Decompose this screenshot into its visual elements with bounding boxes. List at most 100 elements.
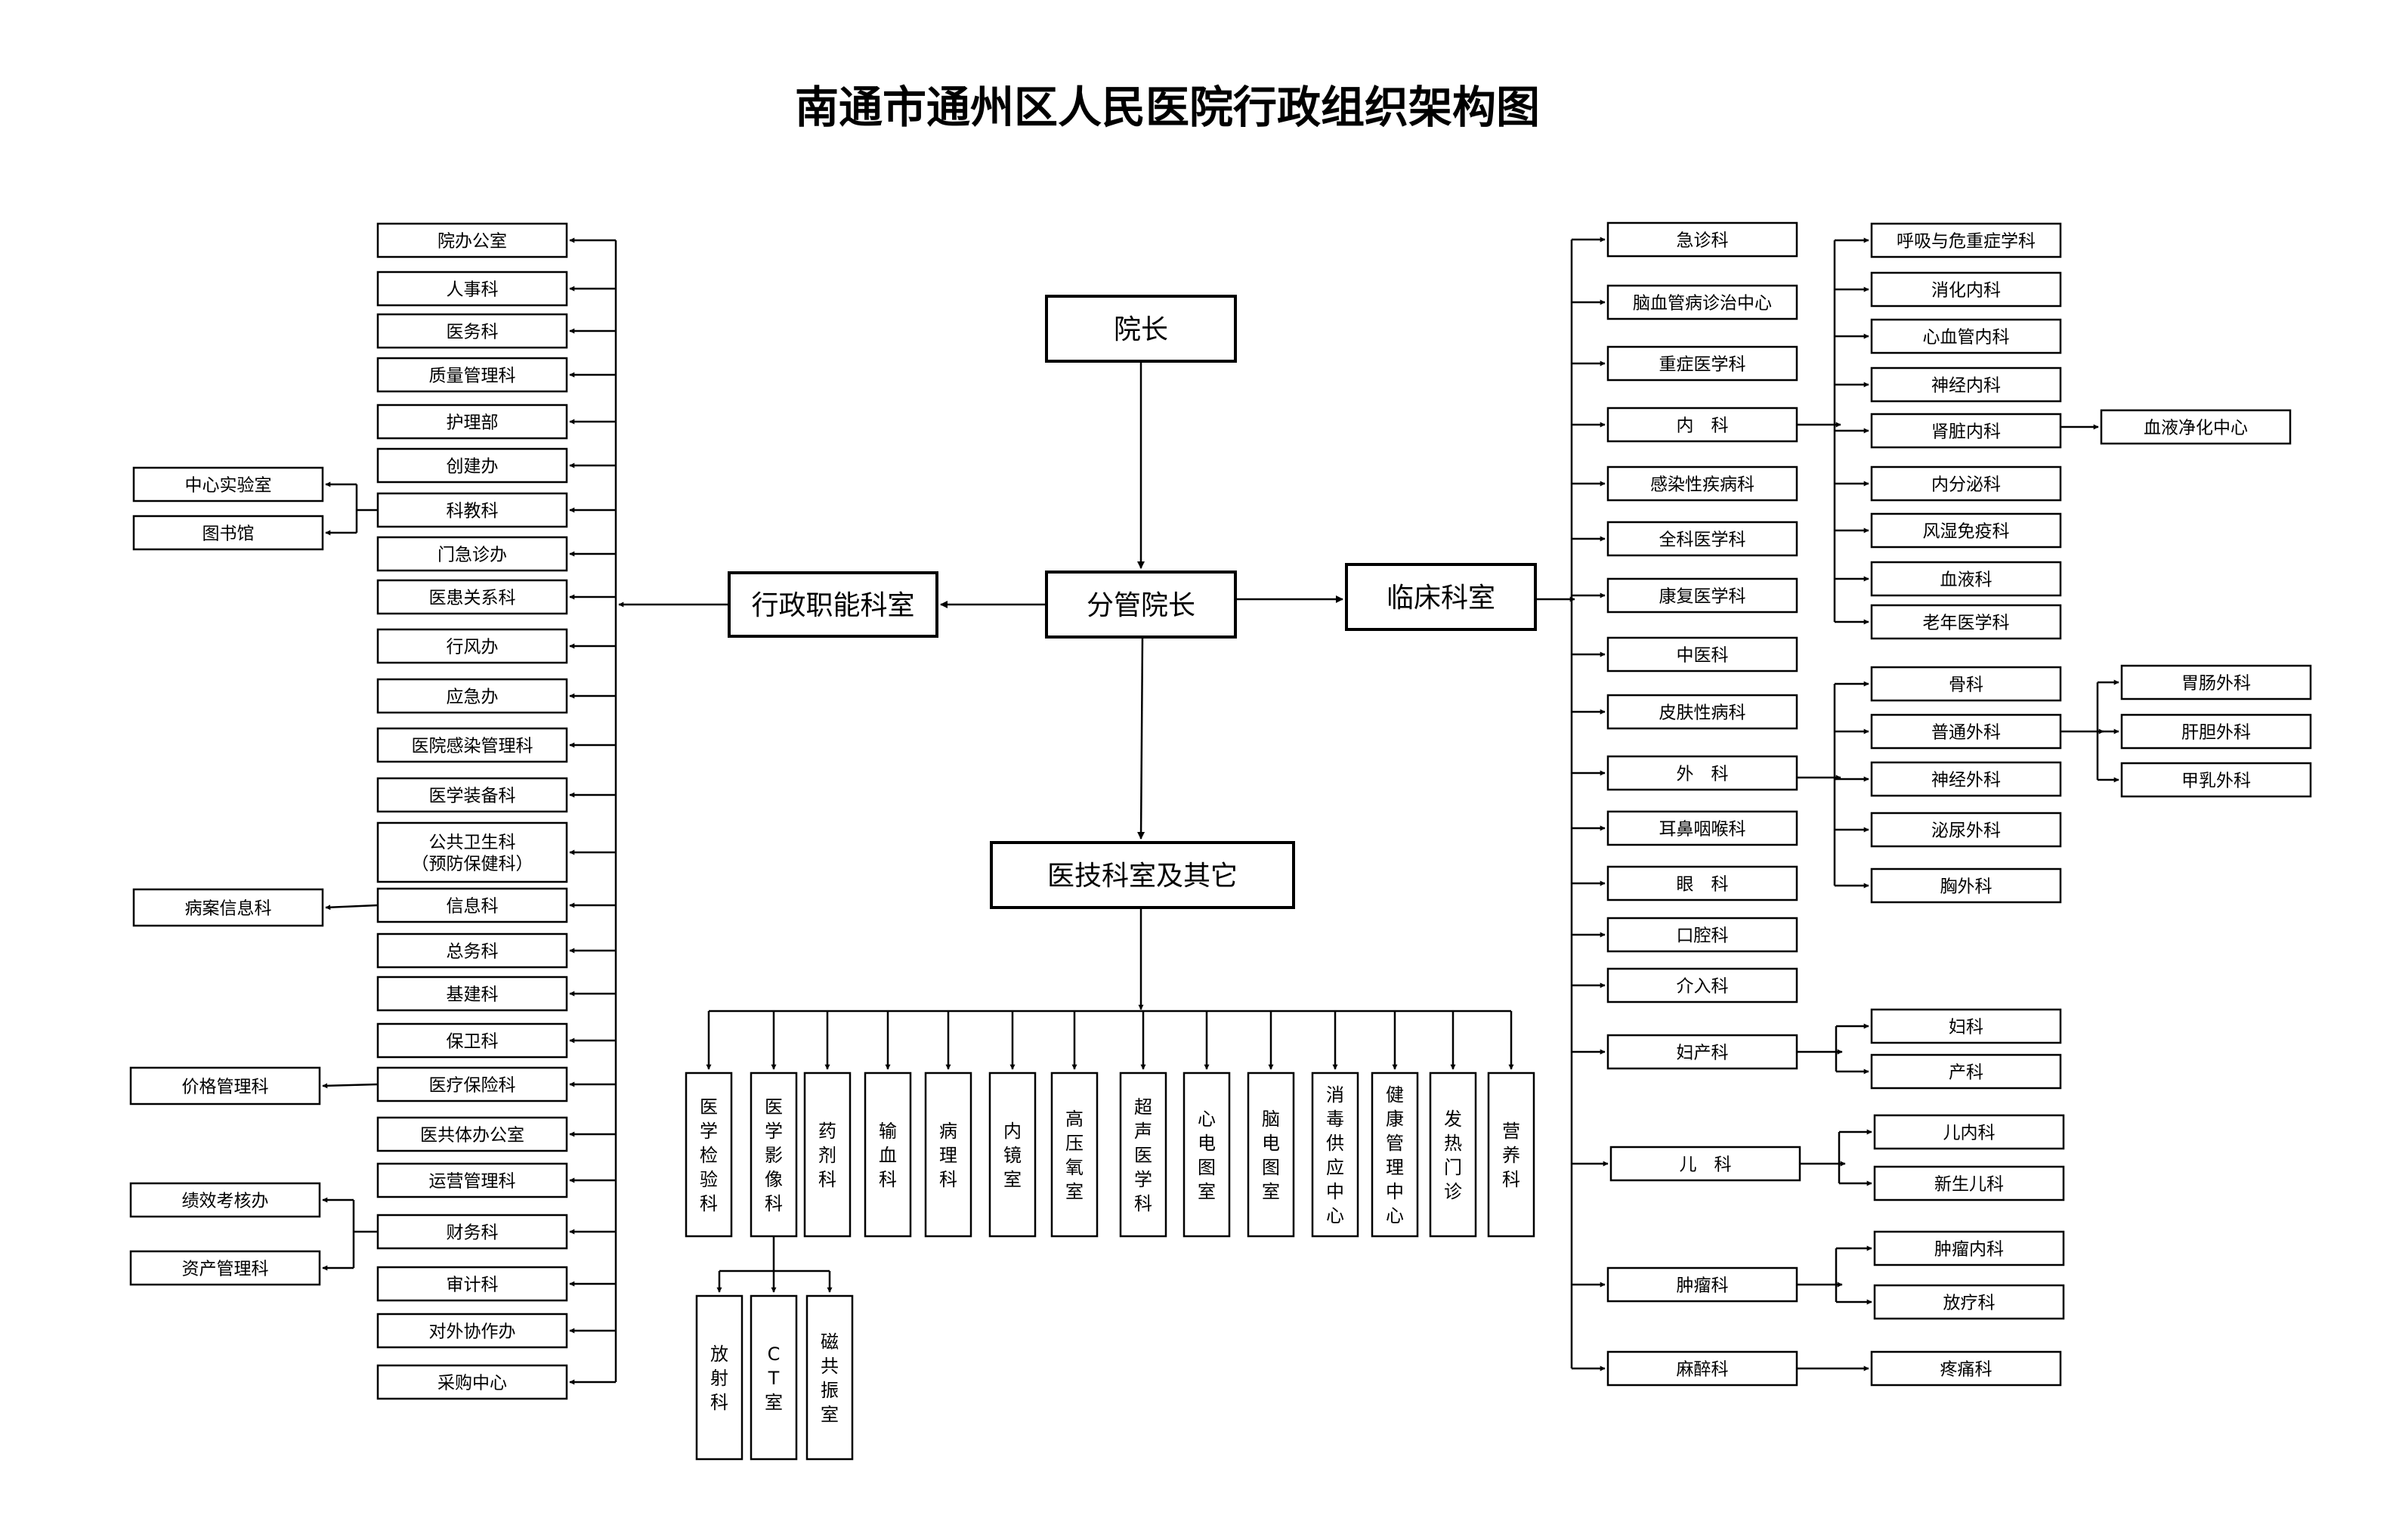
clinical-sub-waike_putong-0: 胃肠外科	[2120, 664, 2312, 700]
clinical-sub-waike_putong-1-label: 肝胆外科	[2181, 722, 2251, 742]
admin-dept-1-box	[376, 271, 568, 307]
clinical-sub-neike-0-box	[1870, 222, 2062, 258]
clinical-sub-erke-1: 新生儿科	[1873, 1165, 2065, 1201]
medtech-dept-3-label: 输血科	[879, 1121, 897, 1190]
clinical-sub-neike_shen-0-box	[2100, 409, 2292, 445]
medtech-dept-2-box	[803, 1072, 852, 1238]
clinical-sub-waike_putong-1: 肝胆外科	[2120, 713, 2312, 750]
admin-dept-15-label: 总务科	[447, 942, 499, 961]
medtech-dept-4-box	[924, 1072, 972, 1238]
admin-dept-13-label: 公共卫生科	[429, 833, 516, 852]
medtech-dept-5: 内镜室	[988, 1072, 1037, 1238]
clinical-dept-13: 介入科	[1606, 967, 1798, 1003]
medtech-dept-1-label: 医学影像科	[765, 1096, 783, 1214]
clinical-dept-1: 脑血管病诊治中心	[1606, 284, 1798, 320]
admin-dept-19-label: 医共体办公室	[420, 1125, 524, 1145]
clinical-dept-17-box	[1606, 1350, 1798, 1387]
clinical-sub-waike-0: 骨科	[1870, 666, 2062, 702]
admin-dept-20: 运营管理科	[376, 1162, 568, 1198]
admin-dept-5: 创建办	[376, 447, 568, 484]
clinical-dept-4-label: 感染性疾病科	[1650, 475, 1754, 494]
clinical-sub-zhongliu-1-box	[1873, 1284, 2065, 1320]
clinical-dept-17: 麻醉科	[1606, 1350, 1798, 1387]
clinical-dept-2: 重症医学科	[1606, 345, 1798, 382]
admin-dept-16-label: 基建科	[447, 985, 499, 1004]
medtech-dept-11-box	[1371, 1072, 1419, 1238]
clinical-dept-6: 康复医学科	[1606, 577, 1798, 614]
medtech-dept-1-box	[750, 1072, 798, 1238]
medtech-sub-1-box	[750, 1294, 798, 1461]
admin-dept-20-box	[376, 1162, 568, 1198]
admin-dept-18-box	[376, 1066, 568, 1102]
admin-node-box	[728, 571, 938, 638]
medtech-dept-13: 营养科	[1487, 1072, 1535, 1238]
president-node-label: 院长	[1114, 314, 1168, 345]
president-node: 院长	[1045, 295, 1237, 363]
clinical-sub-waike_putong-2: 甲乳外科	[2120, 762, 2312, 798]
clinical-dept-15-box	[1609, 1146, 1801, 1182]
medtech-dept-11-label: 健康管理中心	[1386, 1084, 1404, 1226]
medtech-dept-9-box	[1247, 1072, 1295, 1238]
clinical-sub-waike-3-box	[1870, 812, 2062, 848]
clinical-sub-mazui-0-label: 疼痛科	[1940, 1359, 1992, 1379]
clinical-sub-neike-8: 老年医学科	[1870, 604, 2062, 640]
clinical-sub-neike-8-box	[1870, 604, 2062, 640]
admin-dept-15: 总务科	[376, 932, 568, 969]
admin-sub-xinxi-0-label: 病案信息科	[185, 898, 272, 918]
clinical-sub-mazui-0-box	[1870, 1350, 2062, 1387]
clinical-dept-9-box	[1606, 755, 1798, 791]
clinical-sub-erke-0: 儿内科	[1873, 1114, 2065, 1150]
admin-dept-8-label: 医患关系科	[429, 588, 516, 608]
vice-president-node: 分管院长	[1045, 571, 1237, 639]
admin-dept-0-box	[376, 222, 568, 258]
admin-dept-4-box	[376, 404, 568, 440]
medtech-node-label: 医技科室及其它	[1047, 861, 1238, 892]
medtech-dept-5-box	[988, 1072, 1037, 1238]
clinical-dept-8-label: 皮肤性病科	[1659, 703, 1746, 722]
medtech-sub-2-box	[805, 1294, 854, 1461]
clinical-dept-9: 外 科	[1606, 755, 1798, 791]
admin-sub-xinxi-0: 病案信息科	[132, 888, 324, 927]
admin-dept-17-box	[376, 1022, 568, 1059]
node-boxes: 院长分管院长行政职能科室临床科室医技科室及其它院办公室人事科医务科质量管理科护理…	[129, 221, 2312, 1461]
admin-sub-caiwu-1-box	[129, 1250, 321, 1286]
clinical-sub-waike-1-label: 普通外科	[1931, 722, 2001, 742]
clinical-sub-zhongliu-1: 放疗科	[1873, 1284, 2065, 1320]
clinical-sub-neike-7-label: 血液科	[1940, 570, 1992, 589]
clinical-sub-waike-2-box	[1870, 761, 2062, 797]
clinical-dept-17-label: 麻醉科	[1677, 1359, 1729, 1379]
clinical-sub-neike-4: 肾脏内科	[1870, 413, 2062, 449]
admin-dept-14: 信息科	[376, 887, 568, 923]
medtech-dept-13-label: 营养科	[1502, 1121, 1520, 1190]
admin-dept-2-box	[376, 313, 568, 349]
clinical-sub-zhongliu-0: 肿瘤内科	[1873, 1230, 2065, 1266]
connector-line	[325, 904, 379, 911]
admin-sub-caiwu-0: 绩效考核办	[129, 1182, 321, 1218]
admin-dept-18: 医疗保险科	[376, 1066, 568, 1102]
admin-dept-14-box	[376, 887, 568, 923]
clinical-dept-4: 感染性疾病科	[1606, 465, 1798, 502]
clinical-sub-erke-0-box	[1873, 1114, 2065, 1150]
clinical-sub-waike-0-box	[1870, 666, 2062, 702]
clinical-sub-erke-1-box	[1873, 1165, 2065, 1201]
admin-sub-caiwu-1: 资产管理科	[129, 1250, 321, 1286]
admin-dept-23-label: 对外协作办	[429, 1322, 516, 1341]
admin-sub-kejiao-0-label: 中心实验室	[185, 475, 272, 495]
admin-sub-kejiao-1-box	[132, 515, 324, 551]
medtech-node-box	[990, 841, 1295, 909]
clinical-sub-neike-8-label: 老年医学科	[1923, 613, 2010, 632]
admin-sub-kejiao-1: 图书馆	[132, 515, 324, 551]
clinical-sub-mazui-0: 疼痛科	[1870, 1350, 2062, 1387]
admin-dept-17-label: 保卫科	[447, 1031, 499, 1051]
clinical-sub-zhongliu-0-label: 肿瘤内科	[1934, 1239, 2004, 1259]
clinical-dept-8: 皮肤性病科	[1606, 694, 1798, 730]
clinical-sub-waike-3: 泌尿外科	[1870, 812, 2062, 848]
clinical-sub-neike-7-box	[1870, 561, 2062, 597]
admin-sub-kejiao-0-box	[132, 466, 324, 503]
medtech-sub-2: 磁共振室	[805, 1294, 854, 1461]
admin-dept-12: 医学装备科	[376, 777, 568, 813]
clinical-sub-neike-3-label: 神经内科	[1931, 376, 2001, 395]
medtech-dept-6: 高压氧室	[1050, 1072, 1099, 1238]
clinical-sub-zhongliu-0-box	[1873, 1230, 2065, 1266]
admin-dept-16: 基建科	[376, 976, 568, 1012]
